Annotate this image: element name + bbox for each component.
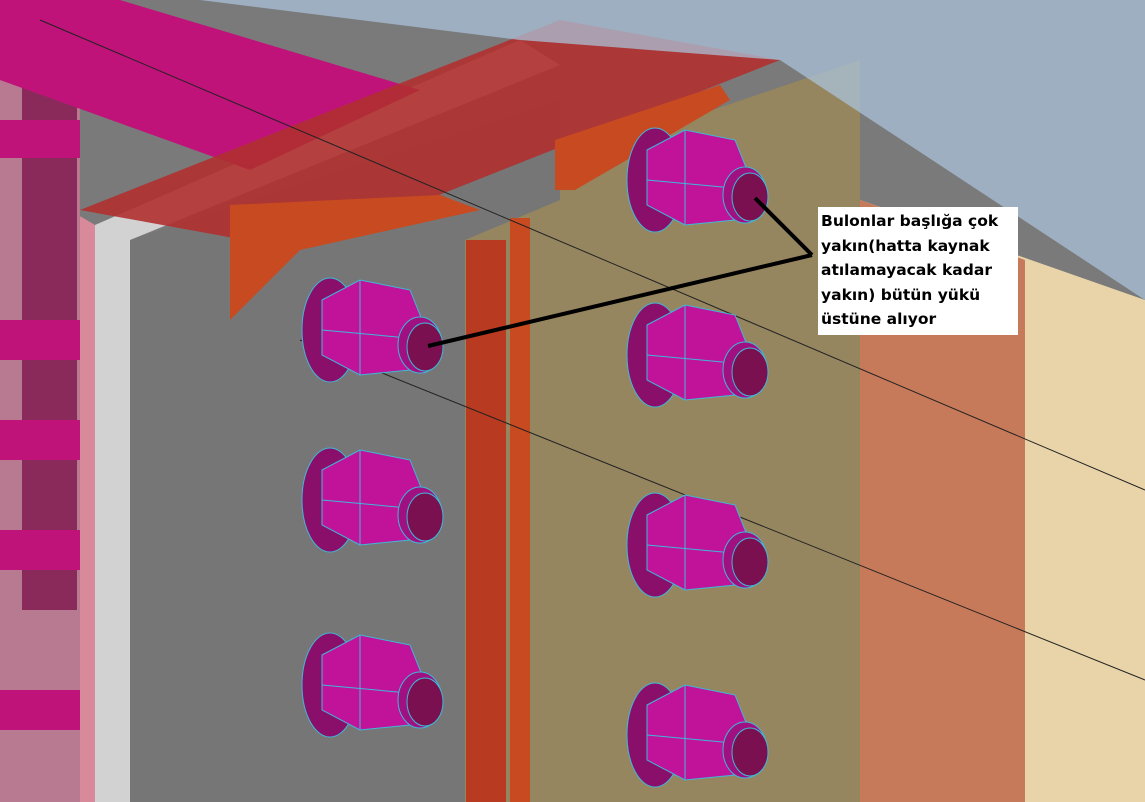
annotation-callout: Bulonlar başlığa çok yakın(hatta kaynak … bbox=[818, 207, 1018, 335]
stiffener-left bbox=[230, 195, 480, 320]
bolt-1 bbox=[301, 277, 444, 383]
top-flange-red bbox=[80, 20, 780, 250]
top-glass bbox=[200, 0, 1145, 300]
bolt-group bbox=[301, 127, 769, 788]
bolt-7 bbox=[626, 682, 769, 788]
callout-leader-lines bbox=[427, 196, 814, 348]
bolt-5 bbox=[626, 302, 769, 408]
beam-flange-orange bbox=[860, 200, 1025, 802]
bolt-3 bbox=[301, 632, 444, 738]
bolt-2 bbox=[301, 447, 444, 553]
rib-2 bbox=[510, 218, 530, 802]
plate-edge-pink bbox=[78, 215, 95, 802]
rib-1 bbox=[466, 240, 506, 802]
bolt-6 bbox=[626, 492, 769, 598]
bolt-4 bbox=[626, 127, 769, 233]
